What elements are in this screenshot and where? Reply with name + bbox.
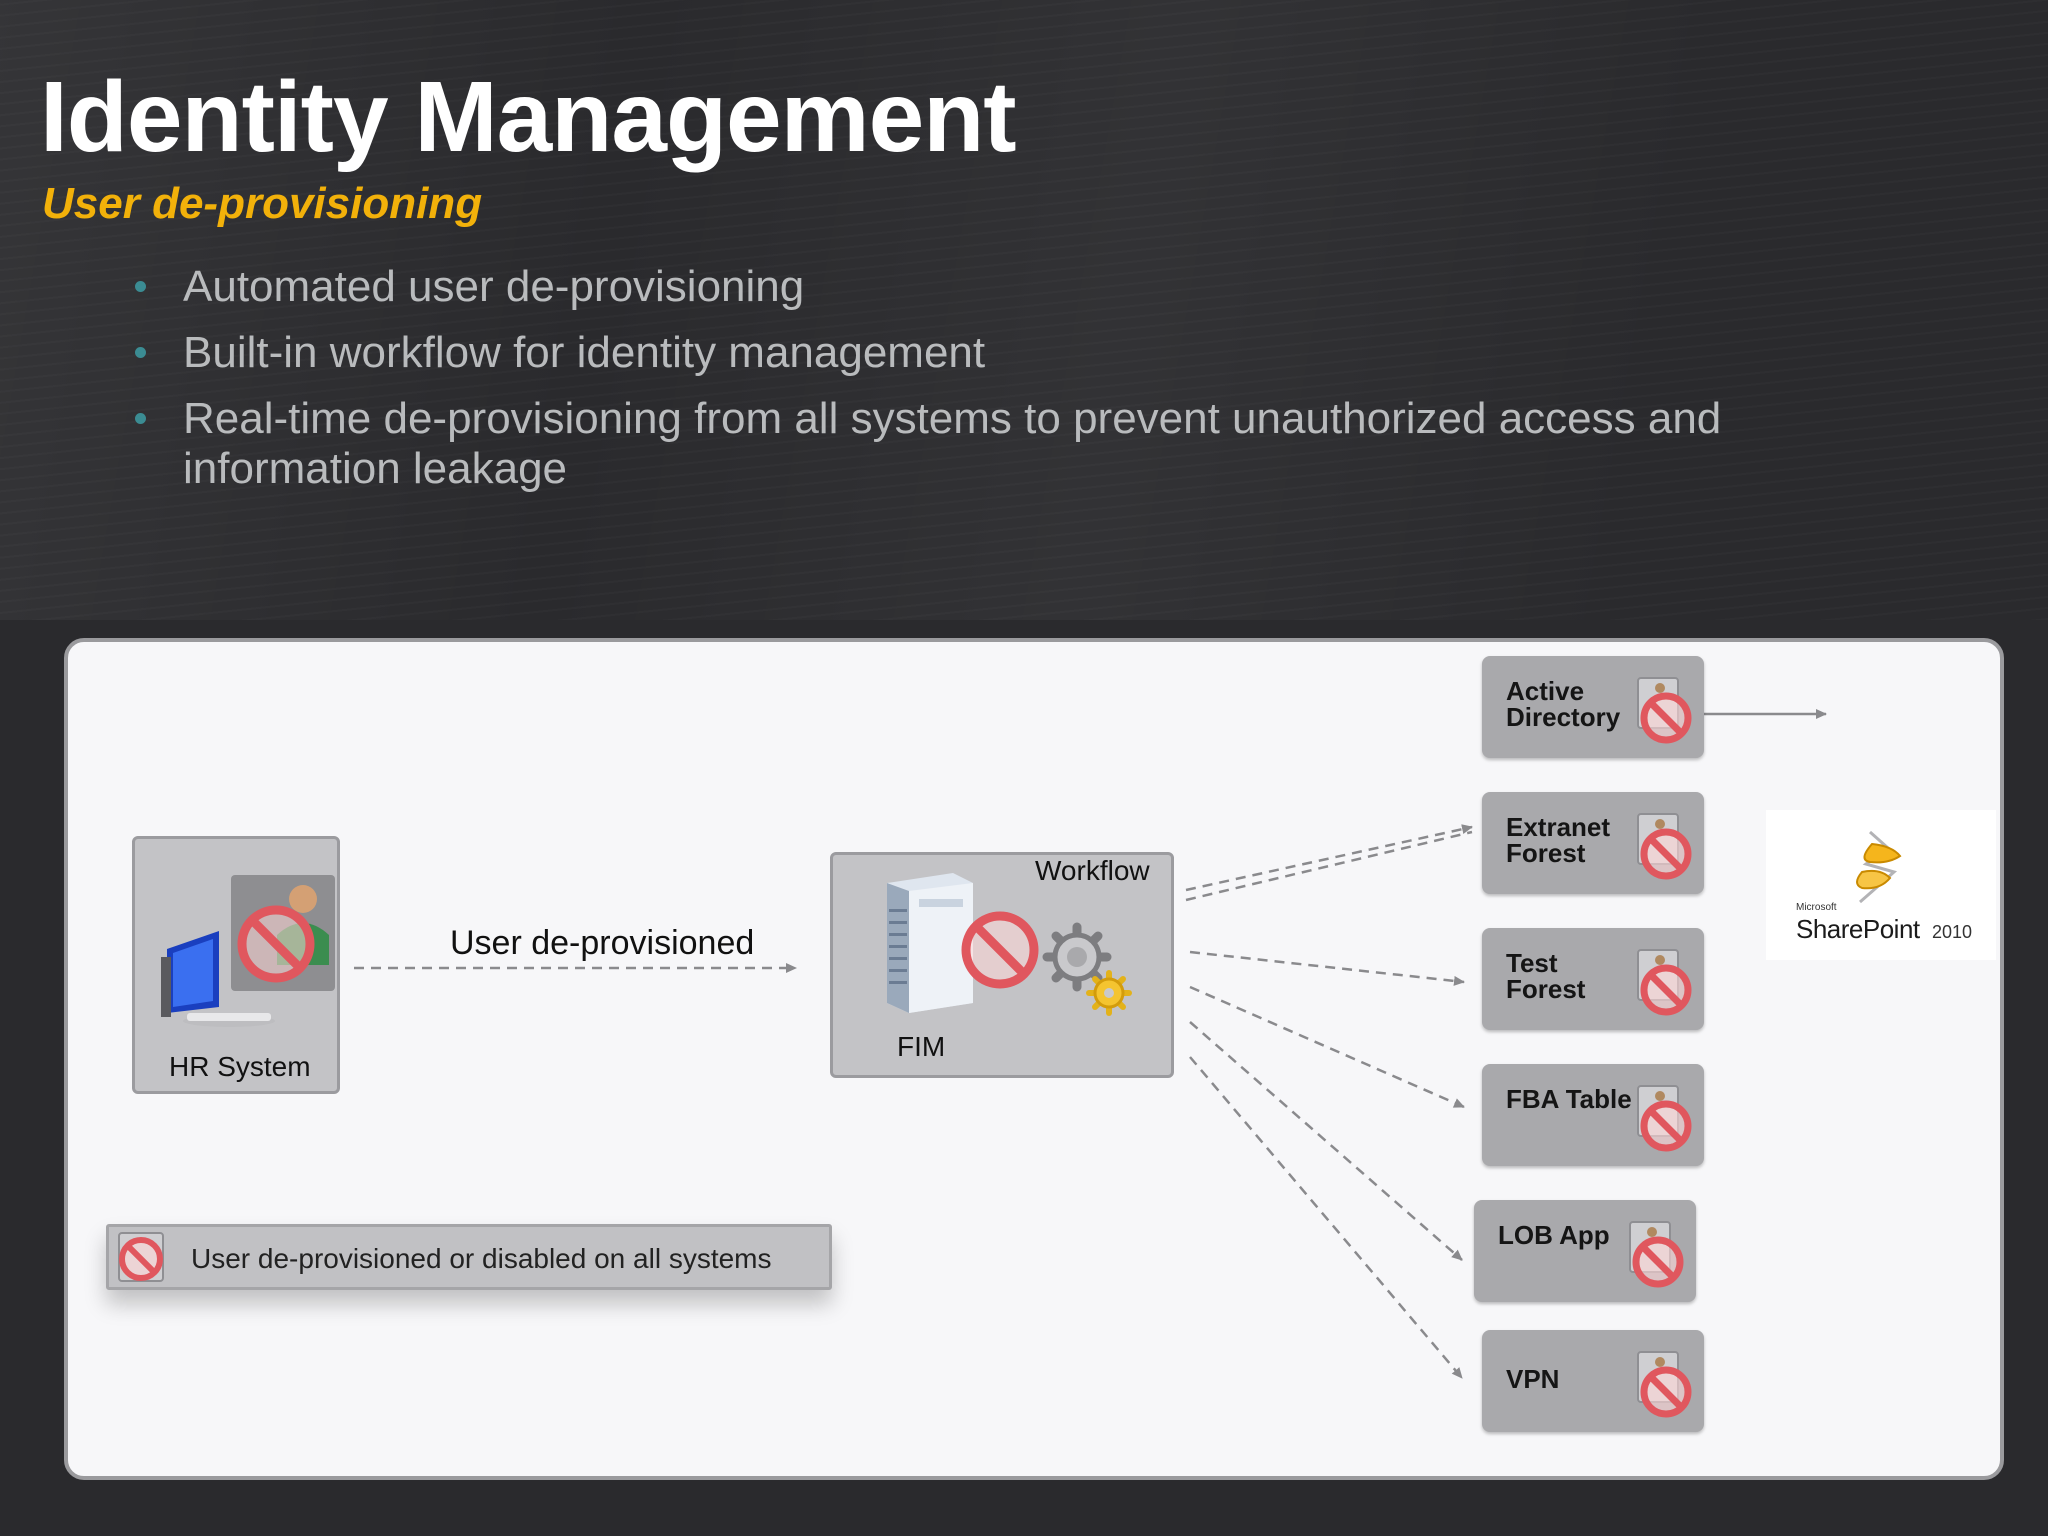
hr-system-node: HR System [132,836,340,1094]
no-entry-icon [961,911,1039,989]
fim-node: Workflow FIM [830,852,1174,1078]
target-node-active-directory: Active Directory [1482,656,1704,758]
no-entry-icon [1637,677,1692,744]
computer-icon [161,931,275,1027]
fim-label: FIM [897,1031,946,1062]
target-label: VPN [1506,1364,1560,1394]
bullet-text: Built-in workflow for identity managemen… [183,328,986,377]
target-node-lob-app: LOB App [1474,1200,1696,1302]
bullet-item: Built-in workflow for identity managemen… [130,328,1730,378]
no-entry-icon [1637,949,1692,1016]
no-entry-icon [1637,1085,1692,1152]
slide-title: Identity Management [40,61,1017,173]
bullet-text: Real-time de-provisioning from all syste… [183,394,1722,493]
hr-system-label: HR System [169,1051,311,1082]
connector-layer [354,709,1827,1379]
bullet-item: Automated user de-provisioning [130,262,1730,312]
diagram-panel: HR System User de-provisioned [64,638,2004,1480]
connector-fim-to-extranet-2 [1185,830,1473,902]
target-node-vpn: VPN [1482,1330,1704,1432]
bullet-item: Real-time de-provisioning from all syste… [130,394,1730,494]
bullet-dot [135,347,146,358]
target-label: Active Directory [1506,676,1621,732]
target-node-extranet-forest: Extranet Forest [1482,792,1704,894]
edge-label: User de-provisioned [450,924,755,962]
sharepoint-microsoft-text: Microsoft [1796,902,1837,913]
server-icon [887,873,973,1013]
target-label: Test Forest [1506,948,1586,1004]
sharepoint-name: SharePoint [1796,914,1920,944]
no-entry-icon [1637,813,1692,880]
connector-fim-to-vpn [1189,1056,1463,1379]
no-entry-icon [1629,1221,1684,1288]
target-node-test-forest: Test Forest [1482,928,1704,1030]
legend-box: User de-provisioned or disabled on all s… [106,1224,832,1290]
slide-subtitle: User de-provisioning [42,179,483,228]
target-label: LOB App [1498,1220,1610,1250]
target-node-fba-table: FBA Table [1482,1064,1704,1166]
connector-fim-to-extranet [1185,824,1473,892]
connector-fim-to-lob [1189,1021,1463,1261]
gear-icon [1042,922,1132,1016]
no-entry-icon [237,905,315,983]
bullet-dot [135,413,146,424]
bullet-list: Automated user de-provisioning Built-in … [130,262,1730,510]
sharepoint-icon [1856,830,1902,904]
sharepoint-year: 2010 [1932,922,1973,942]
no-entry-icon [118,1232,164,1282]
connector-fim-to-test [1189,950,1465,986]
bullet-dot [135,281,146,292]
workflow-label: Workflow [1035,855,1150,886]
connector-fim-to-fba [1189,985,1465,1109]
no-entry-icon [1637,1351,1692,1418]
target-label: FBA Table [1506,1084,1632,1114]
bullet-text: Automated user de-provisioning [183,262,805,311]
target-label: Extranet Forest [1506,812,1611,868]
legend-text: User de-provisioned or disabled on all s… [191,1243,772,1274]
sharepoint-logo: Microsoft SharePoint 2010 [1766,810,1996,960]
